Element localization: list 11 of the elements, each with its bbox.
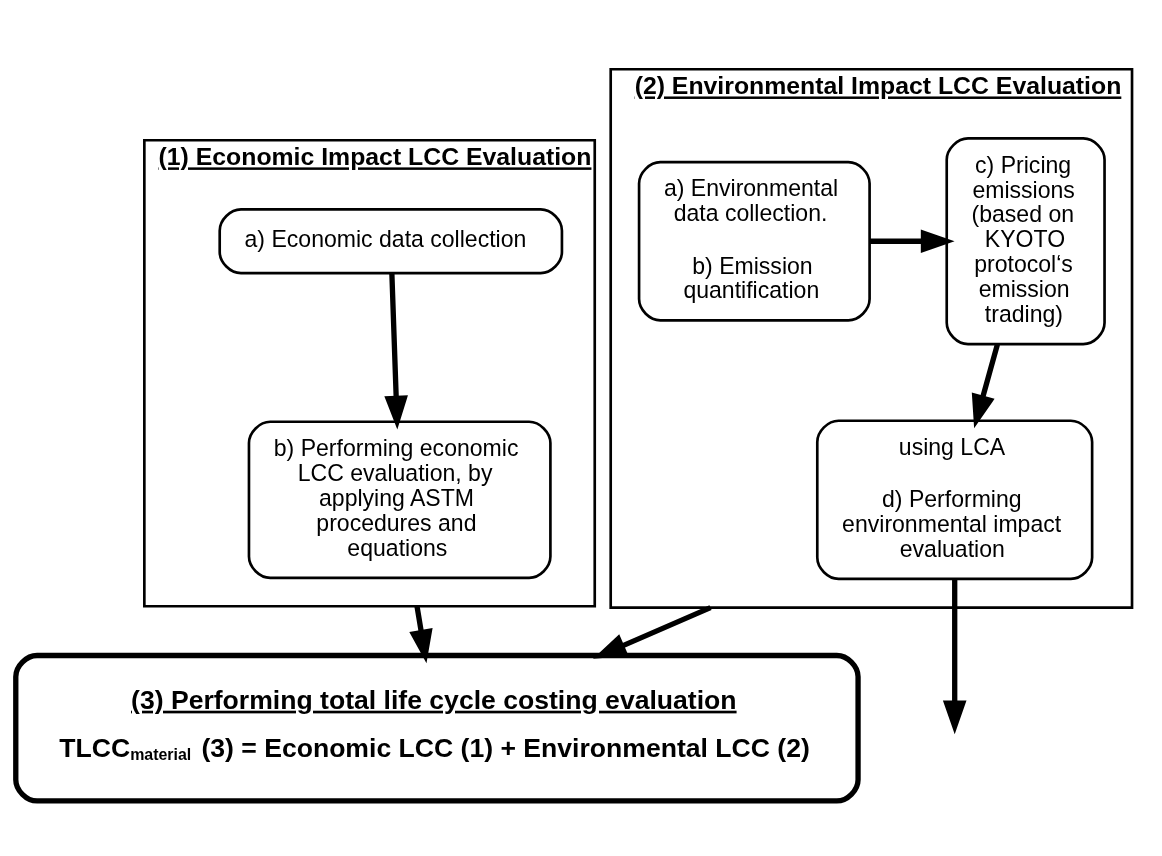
arrow [942,578,967,735]
node-box: using LCA d) Performing environmental impact evaluation [815,419,1094,581]
node-box: a) Environmental data collection. b) Emission quantification [637,160,871,322]
node-box: c) Pricing emissions (based on KYOTO protocol‘s emission trading) [945,137,1106,346]
arrow [384,273,408,430]
node-box: a) Economic data collection [218,208,564,275]
arrow [409,605,433,664]
node-box: b) Performing economic LCC evaluation, by applying ASTM procedures and equations [247,420,552,580]
arrow [869,229,955,254]
arrow [592,605,712,659]
arrow [971,343,1000,429]
